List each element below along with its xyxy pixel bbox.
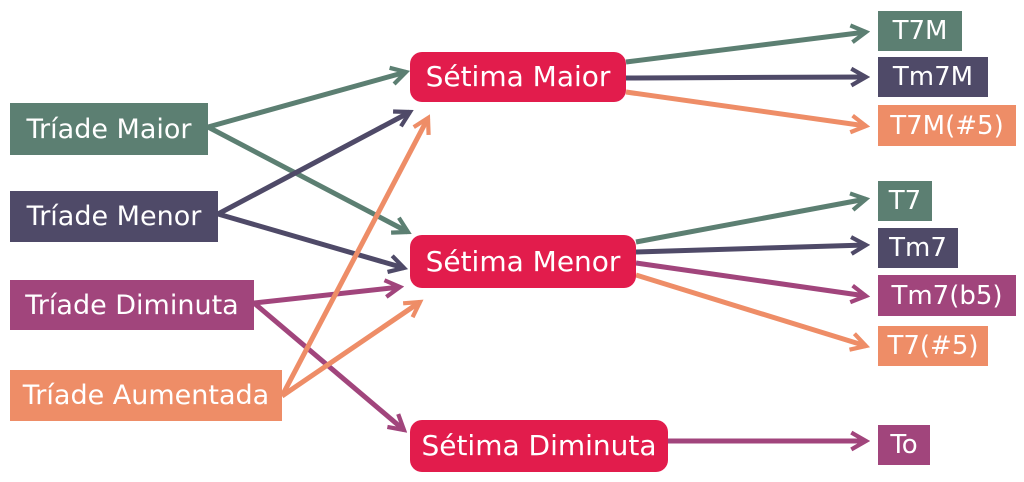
minor-triad-box: Tríade Menor bbox=[10, 191, 218, 242]
arrow-minor-triad-to-minor-seventh bbox=[217, 211, 409, 275]
arrow-minor-seventh-to-t7-sharp5 bbox=[635, 272, 871, 352]
minor-seventh-box: Sétima Menor bbox=[410, 235, 636, 288]
arrow-minor-seventh-to-t7 bbox=[635, 191, 871, 245]
chord-t7m-sharp5: T7M(#5) bbox=[878, 105, 1016, 146]
chord-t7: T7 bbox=[878, 181, 932, 221]
chord-tm7m: Tm7M bbox=[878, 57, 988, 97]
major-seventh-box: Sétima Maior bbox=[410, 52, 626, 102]
chord-tm7: Tm7 bbox=[878, 228, 958, 268]
arrow-augmented-triad-to-major-seventh bbox=[279, 114, 431, 398]
arrow-major-seventh-to-tm7m bbox=[625, 66, 871, 88]
augmented-triad-box: Tríade Aumentada bbox=[10, 370, 282, 421]
arrow-major-seventh-to-t7m-sharp5 bbox=[625, 89, 871, 135]
chord-tm7-b5: Tm7(b5) bbox=[878, 275, 1016, 316]
arrow-minor-triad-to-major-seventh bbox=[216, 109, 414, 217]
arrow-minor-seventh-to-tm7 bbox=[635, 235, 871, 256]
chord-to: To bbox=[878, 425, 930, 465]
diminished-triad-box: Tríade Diminuta bbox=[10, 280, 254, 330]
arrow-major-seventh-to-t7m bbox=[625, 23, 871, 65]
chord-t7-sharp5: T7(#5) bbox=[878, 326, 988, 366]
arrow-augmented-triad-to-minor-seventh bbox=[280, 299, 424, 399]
major-triad-box: Tríade Maior bbox=[10, 103, 208, 155]
arrow-major-triad-to-major-seventh bbox=[207, 65, 411, 130]
diminished-seventh-box: Sétima Diminuta bbox=[410, 420, 668, 472]
arrow-diminished-triad-to-minor-seventh bbox=[253, 278, 405, 306]
chord-t7m: T7M bbox=[878, 11, 962, 51]
arrow-minor-seventh-to-tm7-b5 bbox=[635, 260, 871, 305]
